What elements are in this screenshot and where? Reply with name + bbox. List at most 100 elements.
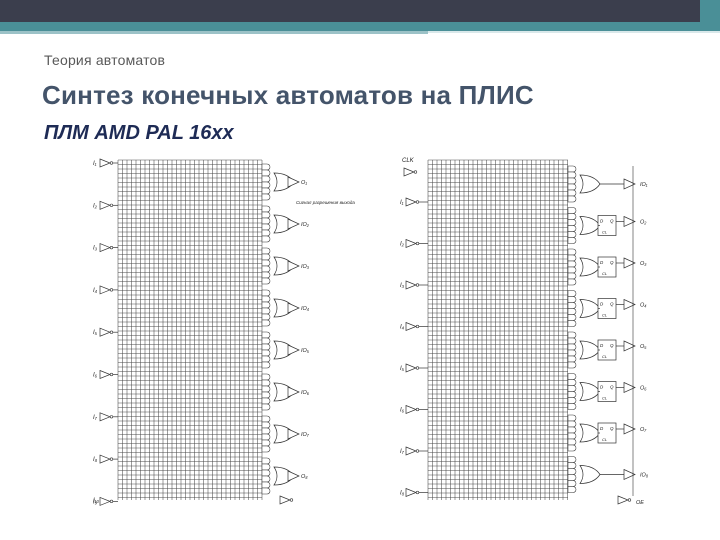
left-and-stack-and-gate xyxy=(261,361,271,369)
right-input-label: I₈ xyxy=(400,491,405,497)
right-and-stack xyxy=(567,248,577,286)
right-flipflop-clk-label: CL xyxy=(602,271,607,276)
left-and-stack-and-gate xyxy=(261,385,271,393)
left-and-stack-and-gate xyxy=(261,469,271,477)
left-and-stack xyxy=(261,373,271,411)
left-and-stack-and-gate xyxy=(261,415,271,423)
left-output-buffer xyxy=(287,218,300,230)
right-input-buffer xyxy=(405,363,417,373)
right-and-stack-and-gate xyxy=(567,373,577,380)
left-and-stack-and-gate xyxy=(261,181,271,189)
right-and-stack-and-gate xyxy=(567,278,577,286)
right-and-stack-and-gate xyxy=(567,266,577,274)
right-flipflop-clk-label: CL xyxy=(602,354,607,359)
right-and-stack-and-gate xyxy=(567,420,577,428)
left-and-stack-and-gate xyxy=(261,433,271,441)
left-and-stack-and-gate xyxy=(261,223,271,231)
left-input-label: I₇ xyxy=(93,415,98,421)
right-and-stack-and-gate xyxy=(567,337,577,345)
left-input-label: I₈ xyxy=(93,457,98,463)
left-input-buffer xyxy=(99,158,111,168)
right-and-stack-and-gate xyxy=(567,195,577,203)
right-flipflop-q-label: Q xyxy=(610,219,614,224)
right-flipflop-clk-label: CL xyxy=(602,396,607,401)
left-input-buffer-bubble xyxy=(109,246,114,250)
left-and-stack-and-gate xyxy=(261,253,271,261)
right-and-array-grid xyxy=(427,159,568,500)
right-and-stack-and-gate xyxy=(567,379,577,386)
right-output-label: O₂ xyxy=(640,220,647,226)
right-input-buffer xyxy=(405,321,417,332)
right-flipflop-q-label: Q xyxy=(610,260,614,265)
left-and-stack xyxy=(261,331,271,369)
right-input-buffer-bubble xyxy=(415,324,420,329)
right-input-buffer xyxy=(405,446,417,456)
right-input-buffer xyxy=(405,280,417,290)
right-input-label: I₃ xyxy=(400,283,405,289)
right-and-stack-and-gate xyxy=(567,361,577,369)
left-output-label: IO₃ xyxy=(301,264,310,270)
right-clock-buffer xyxy=(403,167,415,177)
left-and-stack-and-gate xyxy=(261,439,271,447)
left-and-stack xyxy=(261,289,271,327)
right-and-stack-and-gate xyxy=(567,290,577,297)
right-input-buffer-bubble xyxy=(415,449,420,453)
left-and-stack-and-gate xyxy=(261,487,271,495)
left-pal-diagram: I₁I₂I₃I₄I₅I₆I₇I₈I₉I₁₀O₁IO₂IO₃IO₄IO₅IO₆IO… xyxy=(93,158,355,506)
left-output-label: IO₄ xyxy=(301,306,309,312)
left-and-array-grid xyxy=(117,159,263,500)
left-input-label: I₉ xyxy=(93,499,98,505)
right-flipflop-clk-label: CL xyxy=(602,313,607,318)
right-output-label: O₃ xyxy=(640,261,647,267)
right-input-label: I₂ xyxy=(400,242,405,248)
left-input-buffer xyxy=(99,454,111,464)
right-and-stack-and-gate xyxy=(567,231,577,238)
left-and-stack-and-gate xyxy=(261,259,271,267)
left-and-stack xyxy=(261,247,271,285)
left-input-label: I₂ xyxy=(93,203,98,209)
right-and-stack-and-gate xyxy=(567,219,577,226)
left-input-buffer xyxy=(99,243,111,253)
right-and-stack xyxy=(567,165,577,203)
right-flipflop-q-label: Q xyxy=(610,343,614,348)
right-or-gate xyxy=(579,423,601,443)
header-thin-bar-right xyxy=(428,31,720,47)
right-and-stack-and-gate xyxy=(567,225,577,232)
right-input-buffer xyxy=(405,404,417,415)
header-accent-bar xyxy=(0,22,720,31)
left-and-stack xyxy=(261,163,271,201)
right-and-stack xyxy=(567,456,577,493)
right-flipflop-d-label: D xyxy=(600,260,604,265)
right-and-stack-and-gate xyxy=(567,444,577,452)
right-and-stack-and-gate xyxy=(567,237,577,244)
right-and-stack-and-gate xyxy=(567,414,577,422)
right-flipflop-q-label: Q xyxy=(610,426,614,431)
left-output-label: IO₂ xyxy=(301,222,310,228)
left-enable-note: Сигнал разрешения выхода xyxy=(296,200,355,205)
right-flipflop-clk-label: CL xyxy=(602,230,607,235)
right-flipflop-d-label: D xyxy=(600,426,604,431)
right-and-stack xyxy=(567,331,577,369)
right-and-stack-and-gate xyxy=(567,403,577,410)
right-input-label: I₆ xyxy=(400,408,405,414)
left-and-stack-and-gate xyxy=(261,397,271,405)
right-and-stack-and-gate xyxy=(567,468,577,475)
left-input-buffer xyxy=(99,412,111,422)
right-input-buffer-bubble xyxy=(415,490,420,495)
right-oe-label: OE xyxy=(636,500,644,506)
right-output-label: O₄ xyxy=(640,303,646,309)
right-flipflop-d-label: D xyxy=(600,219,604,224)
right-flipflop-q-label: Q xyxy=(610,302,614,307)
right-flipflop-q-label: Q xyxy=(610,385,614,390)
slide-overline: Теория автоматов xyxy=(44,52,166,68)
left-and-stack xyxy=(261,457,271,495)
right-input-buffer-bubble xyxy=(415,200,420,204)
header-thin-bar xyxy=(0,31,428,34)
right-and-stack-and-gate xyxy=(567,432,577,440)
right-and-stack-and-gate xyxy=(567,177,577,185)
left-and-stack-and-gate xyxy=(261,265,271,273)
right-output-label: O₅ xyxy=(640,344,647,350)
left-and-stack-and-gate xyxy=(261,175,271,183)
